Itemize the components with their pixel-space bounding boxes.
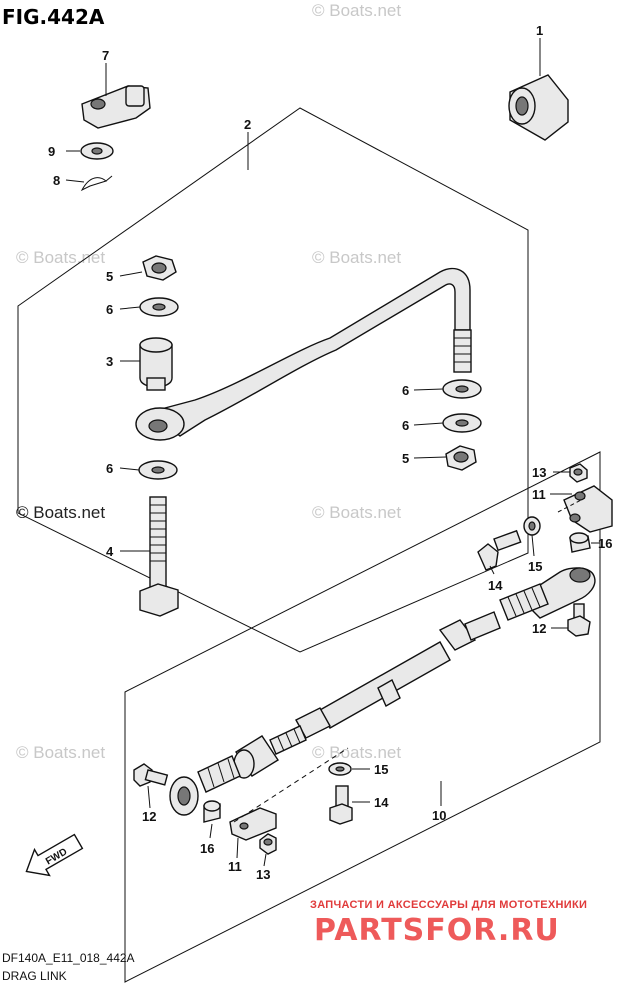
part-9-washer	[80, 142, 114, 160]
part-13-nut-upper	[569, 463, 588, 483]
footer-caption: DRAG LINK	[2, 969, 67, 983]
part-6-washer-upper	[139, 297, 179, 317]
watermark: © Boats.net	[16, 743, 105, 762]
part-11-bracket-upper	[563, 485, 613, 533]
part-7-bracket	[81, 85, 151, 129]
part-8-cotter-pin	[80, 175, 113, 192]
part-16-spacer-lower	[203, 800, 221, 823]
callout-12: 12	[532, 621, 546, 636]
part-4-bolt	[139, 496, 179, 617]
callout-16: 16	[598, 536, 612, 551]
callout-16: 16	[200, 841, 214, 856]
callout-5: 5	[106, 269, 113, 284]
callout-6: 6	[106, 461, 113, 476]
part-11-bracket-lower	[229, 807, 277, 841]
watermark: © Boats.net	[16, 503, 105, 522]
callout-6: 6	[106, 302, 113, 317]
part-5-nut-right	[445, 445, 477, 471]
advert-brand: PARTSFOR.RU	[314, 913, 560, 948]
callout-11: 11	[532, 487, 546, 502]
part-16-spacer-upper	[569, 532, 591, 553]
callout-15: 15	[374, 762, 388, 777]
callout-13: 13	[256, 867, 270, 882]
callout-3: 3	[106, 354, 113, 369]
part-15-washer-lower	[328, 762, 352, 776]
callout-6: 6	[402, 418, 409, 433]
part-12-bolt-upper	[567, 603, 591, 637]
callout-8: 8	[53, 173, 60, 188]
callout-13: 13	[532, 465, 546, 480]
assembly-centerline	[233, 747, 349, 823]
part-3-collar	[139, 337, 173, 391]
footer-code: DF140A_E11_018_442A	[2, 951, 135, 965]
callout-15: 15	[528, 559, 542, 574]
callout-4: 4	[106, 544, 114, 559]
watermark: © Boats.net	[312, 503, 401, 522]
advert-tagline: ЗАПЧАСТИ И АКСЕССУАРЫ ДЛЯ МОТОТЕХНИКИ	[310, 899, 587, 911]
callout-9: 9	[48, 144, 55, 159]
callout-5: 5	[402, 451, 409, 466]
fwd-arrow-icon: FWD	[25, 833, 84, 877]
callout-14: 14	[488, 578, 503, 593]
drag-link-assembly-box	[124, 451, 601, 983]
part-6-washer-right-1	[442, 379, 482, 399]
part-1-bushing	[508, 74, 569, 141]
part-13-nut-lower	[259, 833, 277, 855]
callout-14: 14	[374, 795, 389, 810]
callout-6: 6	[402, 383, 409, 398]
callout-12: 12	[142, 809, 156, 824]
callout-7: 7	[102, 48, 109, 63]
part-6-washer-lower	[138, 460, 178, 480]
part-14-bolt-upper	[477, 529, 522, 571]
callout-11: 11	[228, 859, 242, 874]
part-6-washer-right-2	[442, 413, 482, 433]
part-12-bolt-lower	[133, 763, 169, 787]
watermark: © Boats.net	[16, 248, 105, 267]
part-10-drag-link-assembly	[169, 567, 596, 816]
leader-lines	[65, 38, 600, 867]
watermark: © Boats.net	[312, 743, 401, 762]
part-5-nut-upper	[142, 255, 177, 281]
callout-1: 1	[536, 23, 543, 38]
part-2-drag-link-rod	[135, 267, 472, 441]
drag-link-group-box	[17, 107, 529, 653]
assembly-centerline	[557, 497, 586, 513]
watermark: © Boats.net	[312, 248, 401, 267]
figure-title: FIG.442A	[2, 5, 105, 29]
callout-10: 10	[432, 808, 446, 823]
callout-2: 2	[244, 117, 251, 132]
part-15-washer-upper	[523, 516, 541, 536]
part-14-bolt-lower	[329, 785, 353, 825]
watermark: © Boats.net	[312, 1, 401, 20]
